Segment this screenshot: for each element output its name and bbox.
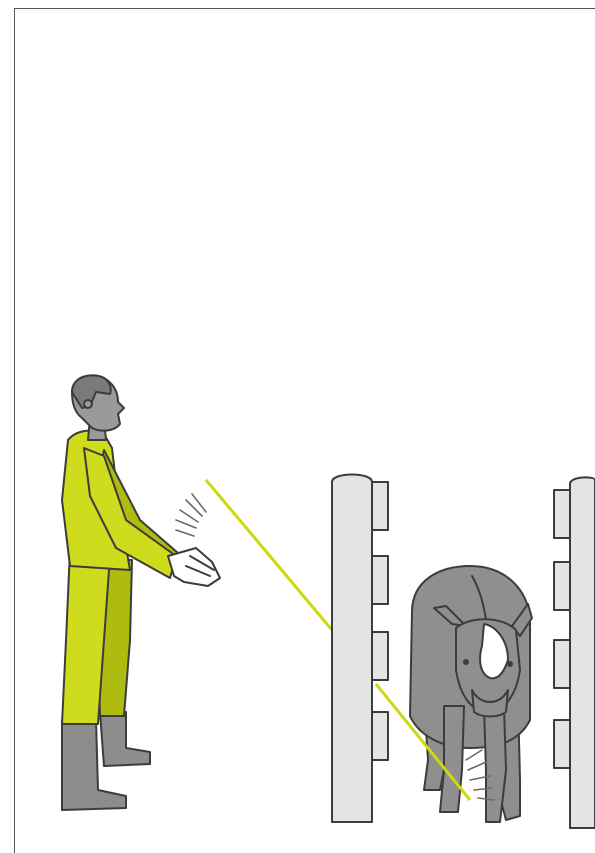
calf-leg-front-right	[484, 708, 506, 822]
calf-eye-right	[508, 662, 512, 666]
handler-figure	[62, 375, 220, 810]
gate-post-left	[332, 475, 388, 823]
handler-boot-back	[100, 712, 150, 766]
handler-ear	[84, 400, 92, 408]
calf-eye-left	[464, 660, 468, 664]
handler-hands-icon	[168, 548, 220, 586]
calf-figure	[410, 566, 532, 822]
clap-sound-lines	[176, 494, 206, 536]
calf-leg-front-left	[440, 706, 464, 812]
gate-post-right	[554, 477, 595, 828]
handler-sightline	[206, 480, 332, 630]
